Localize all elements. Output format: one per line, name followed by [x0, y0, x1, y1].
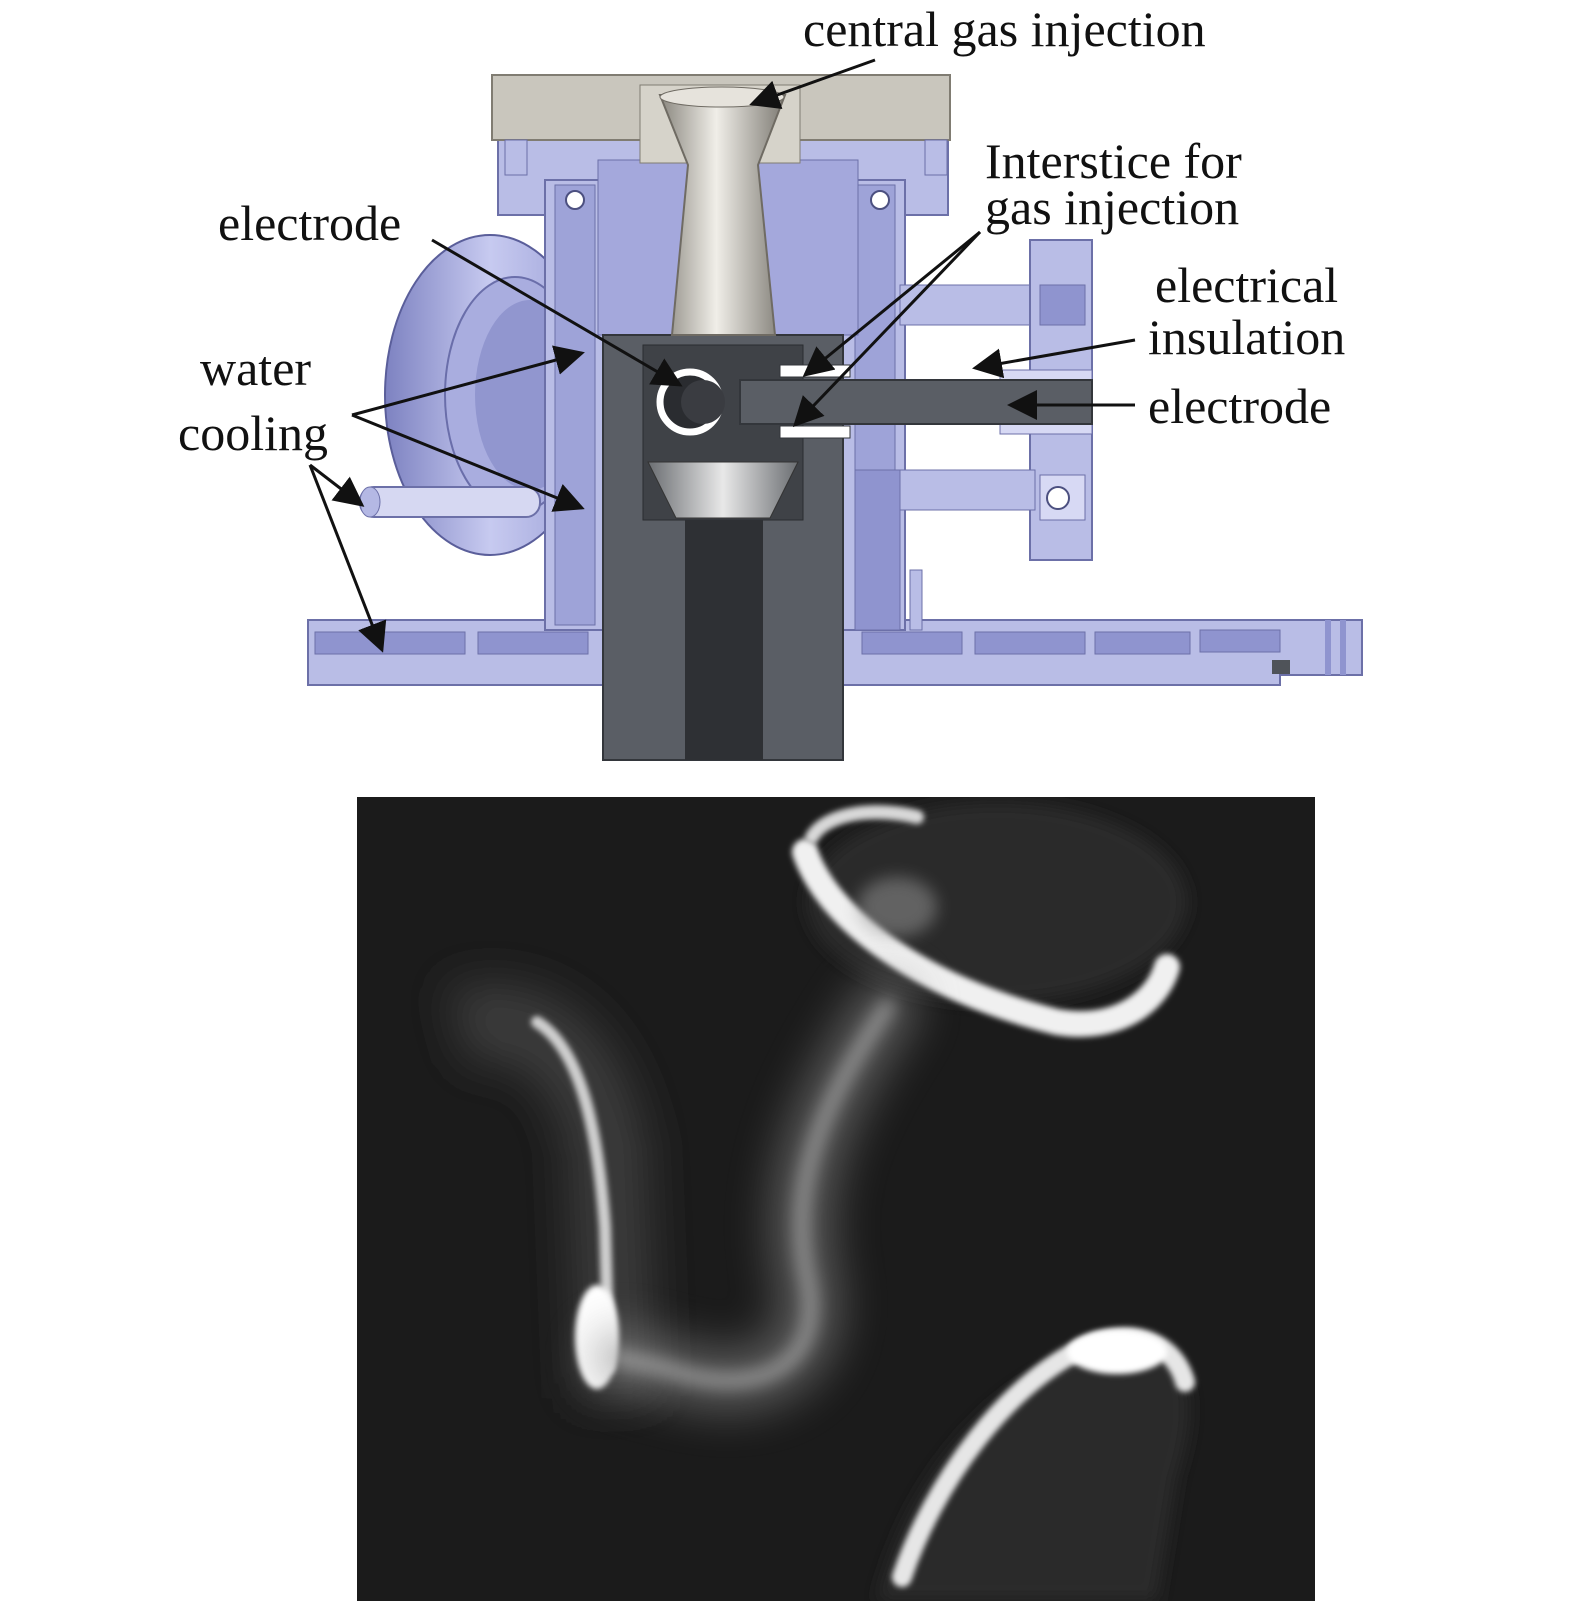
arrow-interstice-top: [802, 230, 981, 377]
arrow-water-1: [351, 345, 585, 417]
label-cooling: cooling: [178, 405, 328, 461]
lower-electrode: [877, 1327, 1195, 1601]
plasma-arc: [589, 977, 917, 1411]
arrow-water-4: [308, 464, 387, 653]
upper-electrode: [792, 802, 1187, 1037]
cooling-tube: [359, 486, 541, 518]
label-electrode-left: electrode: [218, 195, 402, 251]
torch-cross-section: [307, 58, 1363, 761]
label-electrical-line2: insulation: [1148, 309, 1346, 365]
label-water: water: [200, 340, 312, 396]
label-interstice-line1: Interstice for: [985, 133, 1242, 189]
label-central-gas-injection: central gas injection: [803, 1, 1206, 57]
arrow-interstice-bottom: [792, 230, 982, 428]
label-electrical-line1: electrical: [1155, 257, 1339, 313]
label-interstice-line2: gas injection: [985, 179, 1240, 235]
arrow-water-3: [309, 463, 365, 507]
discharge-photo: [357, 797, 1315, 1601]
label-electrode-right: electrode: [1148, 378, 1332, 434]
arrow-electrode-left: [431, 238, 683, 387]
arrow-water-2: [351, 413, 585, 512]
arrow-insulation: [972, 338, 1136, 379]
arrow-central-gas: [749, 58, 876, 110]
annotation-arrows: [308, 58, 1136, 653]
